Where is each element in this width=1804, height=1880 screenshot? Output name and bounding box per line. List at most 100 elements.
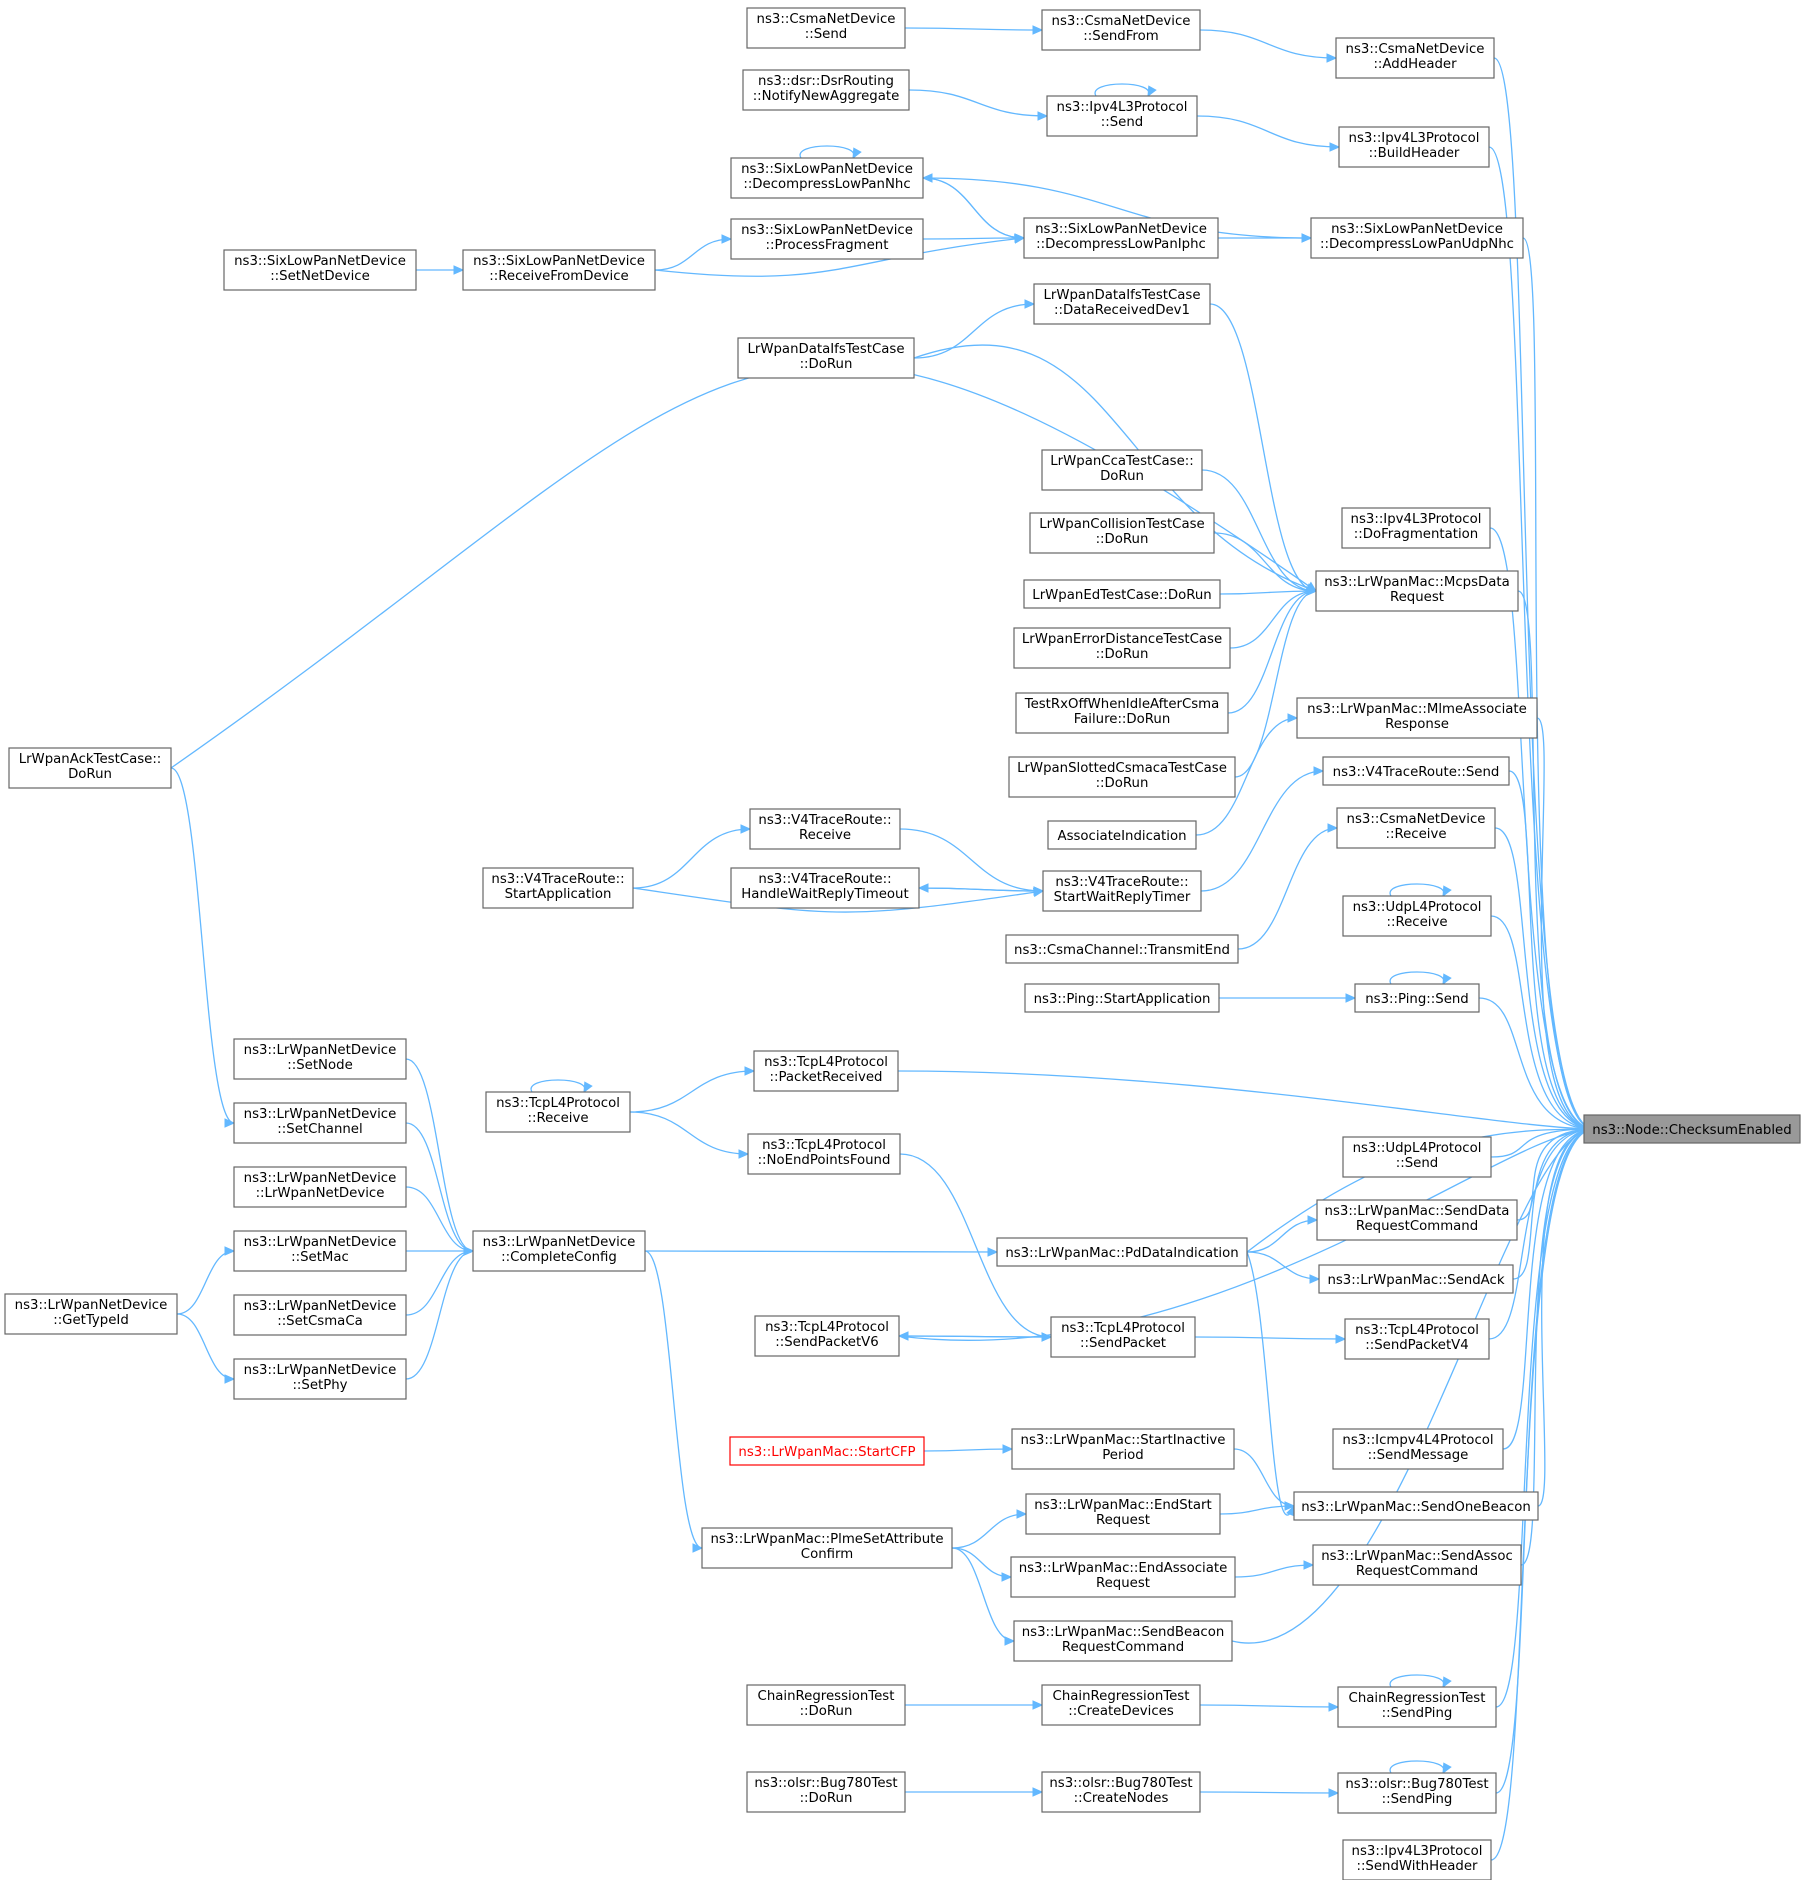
node-chain_dorun[interactable]: ChainRegressionTest::DoRun [746, 1684, 906, 1726]
node-checksum[interactable]: ns3::Node::ChecksumEnabled [1583, 1114, 1801, 1144]
node-lr_cca_dorun[interactable]: LrWpanCcaTestCase::DoRun [1041, 449, 1203, 491]
edge-lr_dataifs_recvdev1-to-mcpsdata [1209, 303, 1317, 592]
edge-assoc_ind-to-mlmeassoc [1195, 717, 1298, 836]
node-tcp_pktrecv[interactable]: ns3::TcpL4Protocol::PacketReceived [753, 1050, 899, 1092]
node-sendonebeacon[interactable]: ns3::LrWpanMac::SendOneBeacon [1293, 1491, 1539, 1521]
node-label: ns3::UdpL4Protocol [1353, 900, 1482, 915]
node-csma_addheader[interactable]: ns3::CsmaNetDevice::AddHeader [1335, 37, 1495, 79]
node-lrnd_setmac[interactable]: ns3::LrWpanNetDevice::SetMac [233, 1230, 407, 1272]
node-ping_startapp[interactable]: ns3::Ping::StartApplication [1024, 983, 1220, 1013]
node-box [996, 1237, 1248, 1267]
node-label: ns3::olsr::Bug780Test [1049, 1776, 1192, 1791]
node-lrnd_setphy[interactable]: ns3::LrWpanNetDevice::SetPhy [233, 1358, 407, 1400]
node-olsr_sendping[interactable]: ns3::olsr::Bug780Test::SendPing [1337, 1772, 1497, 1814]
edge-lrnd_setchannel-to-lrnd_complete [405, 1122, 474, 1252]
node-six_decompudpnhc[interactable]: ns3::SixLowPanNetDevice::DecompressLowPa… [1310, 217, 1524, 259]
node-v4tr_send[interactable]: ns3::V4TraceRoute::Send [1322, 756, 1510, 786]
node-label: ns3::CsmaNetDevice [1346, 42, 1485, 57]
node-dsr_notify[interactable]: ns3::dsr::DsrRouting::NotifyNewAggregate [742, 69, 910, 111]
node-box [1015, 692, 1229, 734]
node-label: ::CompleteConfig [501, 1250, 617, 1265]
node-label: ns3::Ping::StartApplication [1034, 992, 1211, 1007]
edge-lr_ack_dorun-to-lrnd_setchannel-arrowhead [224, 1118, 236, 1128]
node-lrnd_gettypeid[interactable]: ns3::LrWpanNetDevice::GetTypeId [4, 1293, 178, 1335]
node-lr_ack_dorun[interactable]: LrWpanAckTestCase::DoRun [8, 747, 172, 789]
node-udp_send[interactable]: ns3::UdpL4Protocol::Send [1342, 1136, 1492, 1178]
node-lr_collision_dorun[interactable]: LrWpanCollisionTestCase::DoRun [1029, 512, 1215, 554]
node-csma_send[interactable]: ns3::CsmaNetDevice::Send [746, 7, 906, 49]
node-lr_ed_dorun[interactable]: LrWpanEdTestCase::DoRun [1023, 579, 1221, 609]
node-icmp_sendmsg[interactable]: ns3::Icmpv4L4Protocol::SendMessage [1332, 1428, 1504, 1470]
node-box [737, 337, 915, 379]
node-tcp_sendv4[interactable]: ns3::TcpL4Protocol::SendPacketV4 [1344, 1318, 1490, 1360]
edge-tcp_sendpkt-to-tcp_sendv4-arrowhead [1335, 1334, 1347, 1344]
node-olsr_createnodes[interactable]: ns3::olsr::Bug780Test::CreateNodes [1041, 1771, 1201, 1813]
node-label: ::DoRun [1096, 647, 1149, 662]
node-v4tr_receive[interactable]: ns3::V4TraceRoute::Receive [749, 808, 901, 850]
node-lr_dataifs_recvdev1[interactable]: LrWpanDataIfsTestCase::DataReceivedDev1 [1033, 283, 1211, 325]
node-box [746, 1684, 906, 1726]
node-six_setnetdev[interactable]: ns3::SixLowPanNetDevice::SetNetDevice [223, 249, 417, 291]
node-udp_receive[interactable]: ns3::UdpL4Protocol::Receive [1342, 895, 1492, 937]
node-tcp_sendpkt[interactable]: ns3::TcpL4Protocol::SendPacket [1050, 1316, 1196, 1358]
node-lrnd_setchannel[interactable]: ns3::LrWpanNetDevice::SetChannel [233, 1102, 407, 1144]
node-ipv4_dofrag[interactable]: ns3::Ipv4L3Protocol::DoFragmentation [1341, 507, 1491, 549]
node-lrnd_setnode[interactable]: ns3::LrWpanNetDevice::SetNode [233, 1038, 407, 1080]
node-six_procfrag[interactable]: ns3::SixLowPanNetDevice::ProcessFragment [730, 218, 924, 260]
node-olsr_dorun[interactable]: ns3::olsr::Bug780Test::DoRun [746, 1771, 906, 1813]
edge-six_recvfromdev-to-six_decompiphc [654, 237, 1025, 277]
node-startcfp[interactable]: ns3::LrWpanMac::StartCFP [729, 1436, 925, 1466]
node-csma_sendfrom[interactable]: ns3::CsmaNetDevice::SendFrom [1041, 9, 1201, 51]
node-label: ns3::Ipv4L3Protocol [1349, 131, 1480, 146]
node-six_decompiphc[interactable]: ns3::SixLowPanNetDevice::DecompressLowPa… [1023, 217, 1219, 259]
node-lrnd_complete[interactable]: ns3::LrWpanNetDevice::CompleteConfig [472, 1230, 646, 1272]
node-chain_sendping[interactable]: ChainRegressionTest::SendPing [1337, 1686, 1497, 1728]
node-v4tr_startwait[interactable]: ns3::V4TraceRoute::StartWaitReplyTimer [1042, 870, 1202, 912]
edges-layer [170, 25, 1596, 1861]
node-six_decompnhc[interactable]: ns3::SixLowPanNetDevice::DecompressLowPa… [730, 157, 924, 199]
node-label: ns3::SixLowPanNetDevice [1035, 222, 1207, 237]
node-label: ::ReceiveFromDevice [489, 269, 628, 284]
node-v4tr_handlewait[interactable]: ns3::V4TraceRoute::HandleWaitReplyTimeou… [730, 867, 920, 909]
node-box [1050, 1316, 1196, 1358]
node-ipv4_sendwithheader[interactable]: ns3::Ipv4L3Protocol::SendWithHeader [1342, 1839, 1492, 1880]
node-tcp_receive[interactable]: ns3::TcpL4Protocol::Receive [485, 1091, 631, 1133]
node-ipv4_buildheader[interactable]: ns3::Ipv4L3Protocol::BuildHeader [1338, 126, 1490, 168]
node-tcp_sendv6[interactable]: ns3::TcpL4Protocol::SendPacketV6 [754, 1315, 900, 1357]
node-label: ::AddHeader [1373, 57, 1457, 72]
edge-dsr_notify-to-ipv4_send-arrowhead [1037, 111, 1049, 121]
node-pddata[interactable]: ns3::LrWpanMac::PdDataIndication [996, 1237, 1248, 1267]
node-lr_errdist_dorun[interactable]: LrWpanErrorDistanceTestCase::DoRun [1013, 627, 1231, 669]
node-box [747, 1133, 901, 1175]
node-ipv4_send[interactable]: ns3::Ipv4L3Protocol::Send [1046, 95, 1198, 137]
node-assoc_ind[interactable]: AssociateIndication [1047, 820, 1197, 850]
node-v4tr_startapp[interactable]: ns3::V4TraceRoute::StartApplication [482, 867, 634, 909]
edge-lrnd_gettypeid-to-lrnd_setphy-arrowhead [224, 1374, 236, 1384]
node-csma_receive[interactable]: ns3::CsmaNetDevice::Receive [1336, 807, 1496, 849]
node-sendack[interactable]: ns3::LrWpanMac::SendAck [1318, 1264, 1514, 1294]
node-label: Confirm [801, 1547, 853, 1562]
node-csmach_txend[interactable]: ns3::CsmaChannel::TransmitEnd [1005, 934, 1239, 964]
node-label: AssociateIndication [1057, 829, 1186, 844]
node-lr_dataifs_dorun[interactable]: LrWpanDataIfsTestCase::DoRun [737, 337, 915, 379]
node-ping_send[interactable]: ns3::Ping::Send [1354, 983, 1480, 1013]
node-lr_slotted_dorun[interactable]: LrWpanSlottedCsmacaTestCase::DoRun [1008, 756, 1236, 798]
node-tcp_noendpts[interactable]: ns3::TcpL4Protocol::NoEndPointsFound [747, 1133, 901, 1175]
edge-mlmeassoc-to-checksum [1536, 717, 1595, 1130]
node-lrnd_setcsmaca[interactable]: ns3::LrWpanNetDevice::SetCsmaCa [233, 1294, 407, 1336]
node-chain_createdev[interactable]: ChainRegressionTest::CreateDevices [1041, 1684, 1201, 1726]
edge-olsr_createnodes-to-olsr_sendping [1199, 1791, 1339, 1794]
edge-lr_ed_dorun-to-mcpsdata [1219, 590, 1317, 595]
node-lrnd_ctor[interactable]: ns3::LrWpanNetDevice::LrWpanNetDevice [233, 1166, 407, 1208]
node-six_recvfromdev[interactable]: ns3::SixLowPanNetDevice::ReceiveFromDevi… [462, 249, 656, 291]
